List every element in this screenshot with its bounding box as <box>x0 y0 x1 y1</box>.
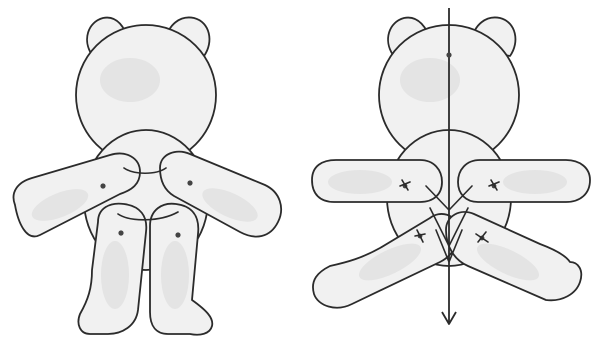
right-leg-shading <box>161 241 189 309</box>
bear-pivot-diagram <box>312 8 590 324</box>
head-shading <box>400 58 460 102</box>
left-leg-joint <box>118 230 123 235</box>
left-arm-joint <box>100 183 105 188</box>
left-leg-shading <box>101 241 129 309</box>
left-arm-shading <box>328 170 392 194</box>
head-shading <box>100 58 160 102</box>
head-joint <box>446 52 451 57</box>
right-leg-joint <box>175 232 180 237</box>
right-arm-shading <box>503 170 567 194</box>
right-arm-joint <box>187 180 192 185</box>
bear-assembled <box>14 17 282 334</box>
